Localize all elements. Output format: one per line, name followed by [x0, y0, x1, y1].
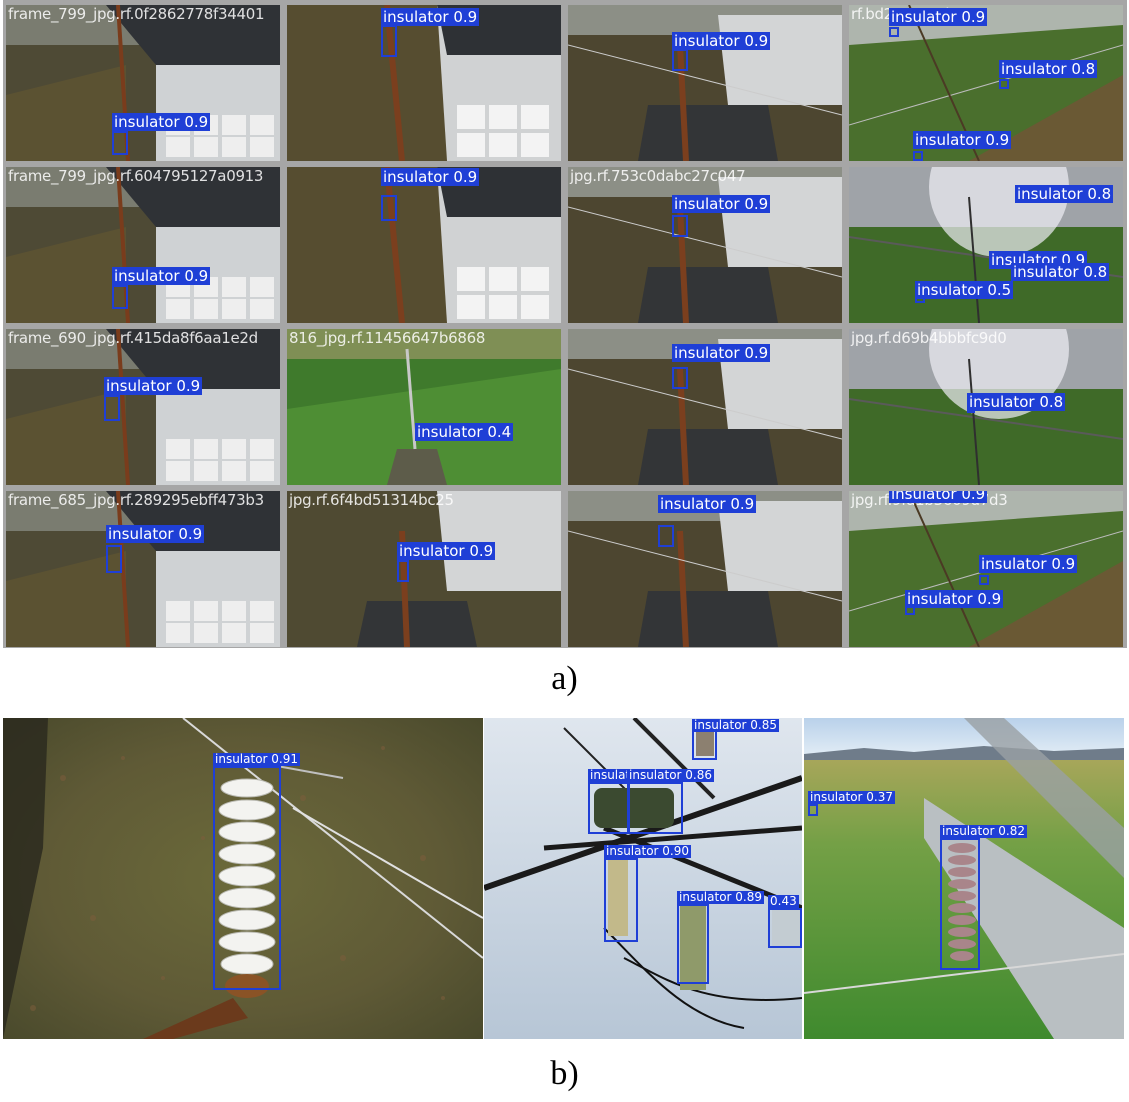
tile-image: [287, 167, 561, 323]
tile-filename: jpg.rf.d69b4bbbfc9d0: [851, 329, 1007, 347]
tile-image: [287, 329, 561, 485]
detection-box: [677, 904, 709, 984]
detection-label: insulator 0.9: [889, 8, 988, 26]
detection-box: [213, 766, 281, 990]
detection-box: [112, 285, 128, 309]
panel-aerial-insulator: insulator 0.91: [3, 718, 483, 1039]
grid-tile: insulator 0.9: [568, 491, 842, 647]
grid-tile: insulator 0.9: [287, 167, 561, 323]
detection-label: insulator 0.9: [905, 590, 1004, 608]
grid-tile: 816_jpg.rf.11456647b6868 insulator 0.4: [287, 329, 561, 485]
grid-tile: frame_799_jpg.rf.604795127a0913 insulator…: [6, 167, 280, 323]
detection-label: insulator 0.8: [967, 393, 1066, 411]
caption-a: a): [551, 660, 578, 697]
detection-label: insulator 0.91: [213, 752, 300, 766]
detection-label: insulator 0.9: [104, 377, 203, 395]
detection-label: insulator 0.9: [913, 131, 1012, 149]
detection-box: [397, 560, 409, 582]
grid-tile: jpg.rf.d69b4bbbfc9d0 insulator 0.8: [849, 329, 1123, 485]
grid-tile: jpg.rf.9fa1b3609d7d3insulator 0.9insulat…: [849, 491, 1123, 647]
detection-label: insulator 0.4: [415, 423, 514, 441]
tile-filename: frame_799_jpg.rf.604795127a0913: [8, 167, 264, 185]
detection-label: insulator 0.9: [658, 495, 757, 513]
detection-label: insulator 0.9: [381, 168, 480, 186]
tile-filename: frame_799_jpg.rf.0f2862778f34401: [8, 5, 265, 23]
tile-filename: frame_690_jpg.rf.415da8f6aa1e2d: [8, 329, 258, 347]
panel-rice-field: insulator 0.37 insulator 0.82: [804, 718, 1124, 1039]
tile-filename: 816_jpg.rf.11456647b6868: [289, 329, 486, 347]
detection-grid: frame_799_jpg.rf.0f2862778f34401 insulato…: [3, 0, 1127, 648]
caption-b: b): [550, 1055, 579, 1092]
detection-label: insulator 0.9: [397, 542, 496, 560]
detection-box: [104, 395, 120, 421]
detection-box: [913, 151, 923, 161]
grid-tile: jpg.rf.753c0dabc27c047 insulator 0.9: [568, 167, 842, 323]
detection-box: [768, 908, 802, 948]
tile-image: [568, 167, 842, 323]
tile-image: [6, 167, 280, 323]
detection-label: insulator 0.9: [672, 32, 771, 50]
grid-tile: frame_799_jpg.rf.0f2862778f34401 insulato…: [6, 5, 280, 161]
detection-box: [979, 575, 989, 585]
detection-label: insulator 0.8: [999, 60, 1098, 78]
detection-label: insulator 0.9: [672, 344, 771, 362]
detection-box: [658, 525, 674, 547]
panel-aerial-insulator-image: [3, 718, 483, 1039]
detection-box: [112, 131, 128, 155]
detection-label: insulator 0.8: [1011, 263, 1110, 281]
tile-filename: frame_685_jpg.rf.289295ebff473b3: [8, 491, 264, 509]
tile-image: [6, 491, 280, 647]
detection-label: insulator 0.90: [604, 844, 691, 858]
detection-box: [999, 79, 1009, 89]
detection-label: insulator 0.5: [915, 281, 1014, 299]
detection-label: insulator 0.9: [979, 555, 1078, 573]
detection-box: [672, 367, 688, 389]
detection-box: [381, 25, 397, 57]
grid-tile: insulator 0.9: [287, 5, 561, 161]
tile-image: [568, 491, 842, 647]
detection-label: insulator 0.9: [381, 8, 480, 26]
detection-label: insulator 0.9: [889, 491, 988, 503]
detection-label: insulator 0.82: [940, 824, 1027, 838]
panel-sky-tower-image: [484, 718, 802, 1039]
detection-label: insulator 0.85: [692, 718, 779, 732]
panel-sky-tower: insulator 0.85 insulator insulator 0.86 …: [484, 718, 802, 1039]
detection-box: [106, 545, 122, 573]
detection-label: insulator 0.8: [1015, 185, 1114, 203]
detection-box: [588, 782, 630, 834]
detection-box: [381, 195, 397, 221]
grid-tile: insulator 0.9: [568, 5, 842, 161]
tile-image: [568, 5, 842, 161]
grid-tile: jpg.rf.6f4bd51314bc25 insulator 0.9: [287, 491, 561, 647]
detection-label: insulator 0.86: [627, 768, 714, 782]
detection-box: [672, 49, 688, 71]
grid-tile: insulator 0.9: [568, 329, 842, 485]
tile-filename: jpg.rf.6f4bd51314bc25: [289, 491, 454, 509]
detection-label: 0.43: [768, 894, 799, 908]
grid-tile: frame_690_jpg.rf.415da8f6aa1e2d insulator…: [6, 329, 280, 485]
detection-label: insulator 0.37: [808, 790, 895, 804]
detection-box: [808, 804, 818, 816]
detection-label: insulator 0.9: [672, 195, 771, 213]
tile-image: [287, 491, 561, 647]
detection-box: [672, 215, 688, 237]
grid-tile: frame_685_jpg.rf.289295ebff473b3 insulato…: [6, 491, 280, 647]
detection-box: [627, 782, 683, 834]
detection-box: [940, 838, 980, 970]
detection-label: insulator 0.9: [112, 267, 211, 285]
detection-box: [604, 858, 638, 942]
tile-filename: jpg.rf.753c0dabc27c047: [570, 167, 746, 185]
tile-image: [287, 5, 561, 161]
tile-image: [6, 5, 280, 161]
panel-rice-field-image: [804, 718, 1124, 1039]
detection-label: insulator 0.9: [112, 113, 211, 131]
detection-label: insulator 0.9: [106, 525, 205, 543]
detection-box: [889, 27, 899, 37]
tile-image: [6, 329, 280, 485]
detection-label: insulator 0.89: [677, 890, 764, 904]
